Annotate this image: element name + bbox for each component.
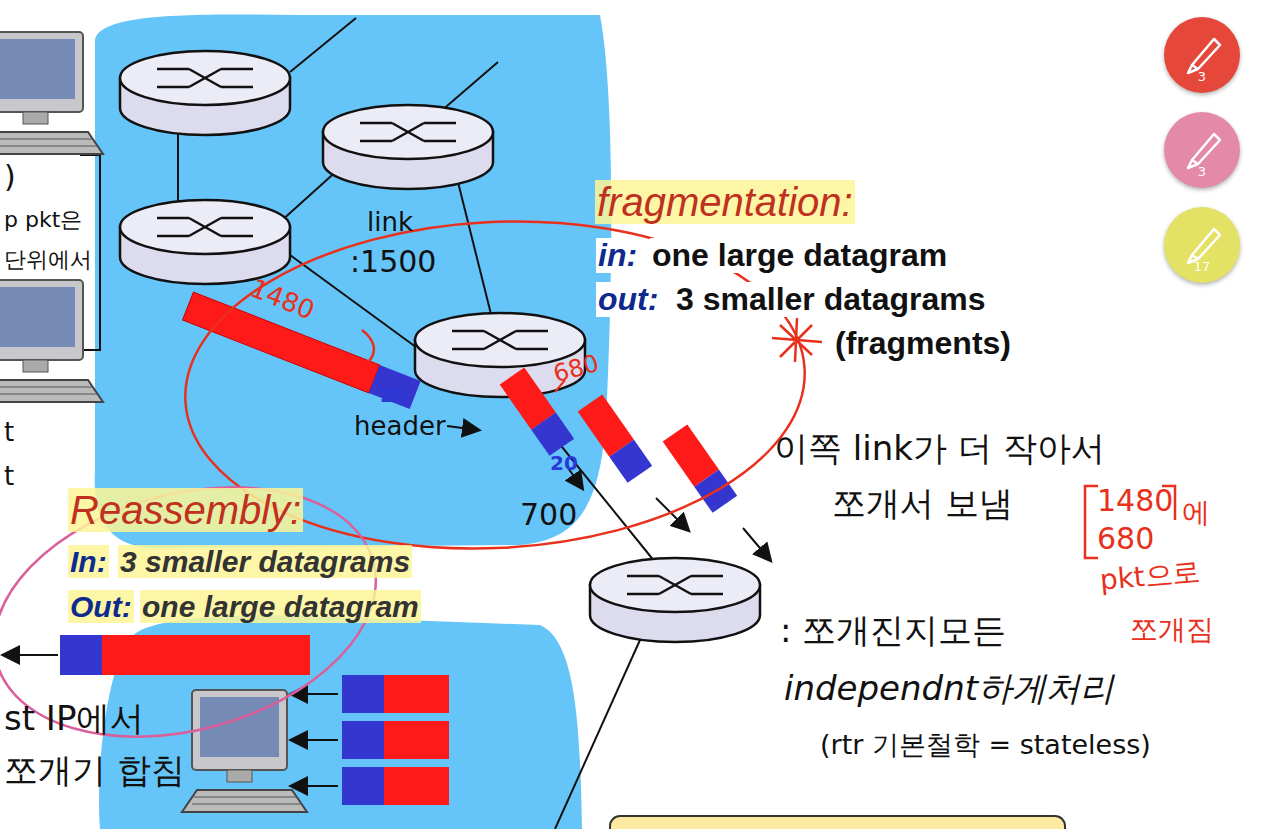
note: : 쪼개진지모든 bbox=[778, 612, 1008, 649]
note: 쪼개기 합침 bbox=[2, 752, 187, 789]
note: 쪼개짐 bbox=[1128, 615, 1216, 646]
description: one large datagram bbox=[650, 238, 949, 273]
keyword: Out: bbox=[68, 590, 134, 623]
count-badge: 3 bbox=[1198, 69, 1206, 84]
heading: fragmentation: bbox=[595, 180, 855, 224]
size-note: 680 bbox=[549, 350, 604, 388]
keyword: in: bbox=[596, 238, 639, 273]
note: independnt하게처리 bbox=[782, 670, 1116, 707]
size-note: 20 bbox=[548, 452, 580, 474]
note: header bbox=[352, 412, 448, 441]
note: 단위에서 bbox=[2, 248, 94, 272]
count-badge: 3 bbox=[1198, 164, 1206, 179]
keyword: In: bbox=[68, 545, 109, 578]
note: 에 bbox=[1180, 498, 1212, 529]
size-note: 700 bbox=[518, 498, 579, 531]
note: :1500 bbox=[348, 245, 438, 278]
note: 이쪽 link가 더 작아서 bbox=[772, 430, 1107, 467]
tool-button: 3 bbox=[1164, 112, 1240, 188]
description: one large datagram bbox=[140, 590, 421, 623]
note: p pkt은 bbox=[2, 208, 84, 232]
count-badge: 17 bbox=[1194, 259, 1211, 274]
note: link bbox=[365, 208, 415, 237]
note: pkt으로 bbox=[1097, 557, 1204, 597]
description: 3 smaller datagrams bbox=[118, 545, 412, 578]
description: 3 smaller datagrams bbox=[674, 282, 988, 317]
size-note: 20 bbox=[378, 384, 410, 406]
note: t bbox=[2, 418, 16, 447]
size-note: 1480 bbox=[1095, 484, 1175, 517]
tool-button: 3 bbox=[1164, 17, 1240, 93]
note: (rtr 기본철학 = stateless) bbox=[818, 730, 1153, 760]
keyword: out: bbox=[596, 282, 660, 317]
size-note: 680 bbox=[1095, 522, 1156, 555]
note: ) bbox=[2, 160, 18, 193]
size-note: 1480 bbox=[245, 273, 321, 326]
note: st IP에서 bbox=[2, 700, 146, 737]
heading: Reassembly: bbox=[68, 488, 303, 532]
tool-button: 17 bbox=[1164, 207, 1240, 283]
note: 쪼개서 보냄 bbox=[830, 485, 1015, 522]
note: t bbox=[2, 462, 16, 491]
description: (fragments) bbox=[833, 326, 1013, 361]
